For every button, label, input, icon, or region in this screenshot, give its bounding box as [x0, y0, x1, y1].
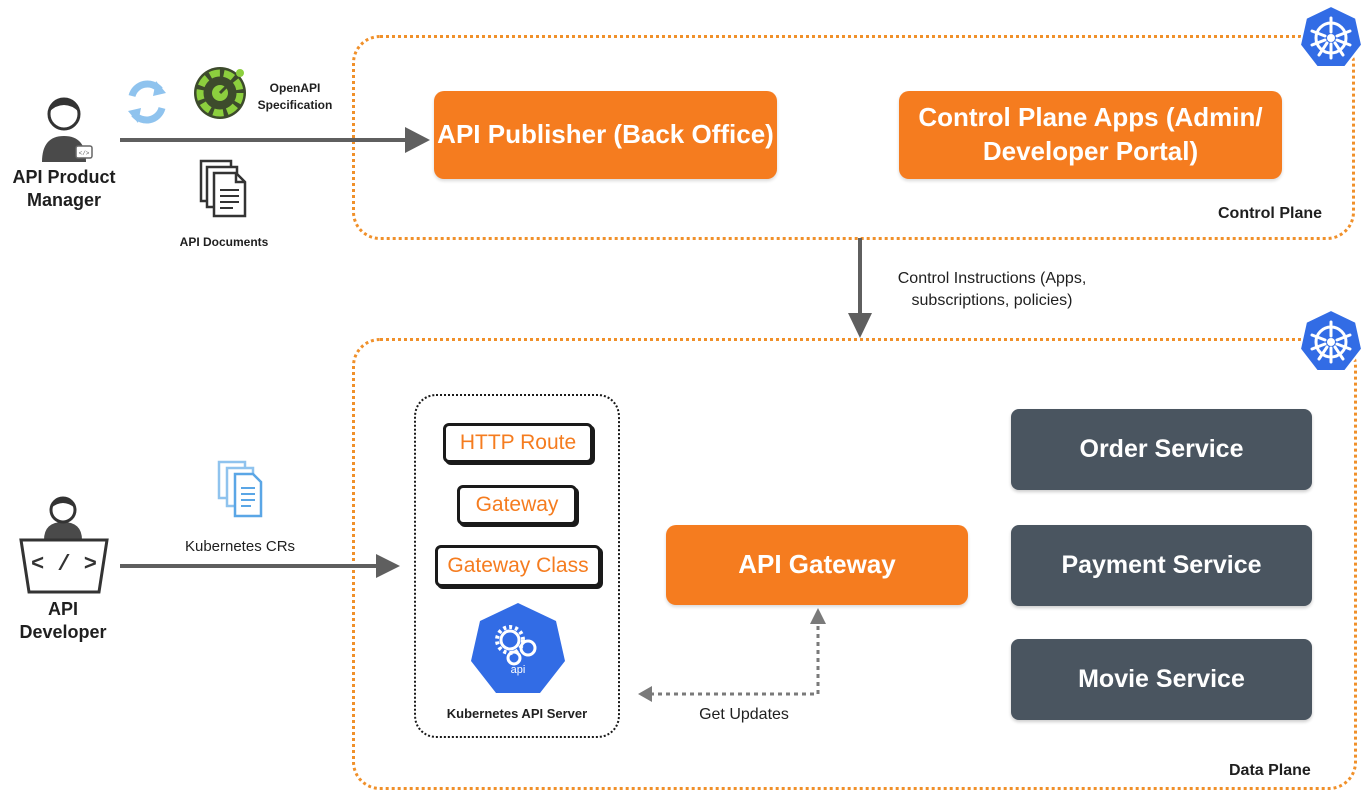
svg-text:</>: </> — [79, 150, 90, 157]
cr-http-route[interactable]: HTTP Route — [443, 423, 593, 463]
openapi-label: OpenAPI Specification — [257, 81, 333, 113]
developer-icon — [40, 494, 86, 540]
payment-service-box[interactable]: Payment Service — [1011, 525, 1312, 606]
data-plane-label: Data Plane — [1229, 762, 1311, 779]
kubernetes-icon — [1298, 4, 1364, 70]
product-manager-label: API Product Manager — [12, 167, 116, 211]
kubernetes-api-server-label: Kubernetes API Server — [446, 706, 588, 721]
api-logo-text: api — [510, 664, 526, 676]
api-documents-label: API Documents — [179, 235, 269, 249]
documents-icon — [198, 158, 250, 220]
kubernetes-crs-label: Kubernetes CRs — [184, 538, 296, 555]
movie-service-box[interactable]: Movie Service — [1011, 639, 1312, 720]
sync-icon — [122, 78, 172, 126]
api-publisher-box[interactable]: API Publisher (Back Office) — [434, 91, 777, 179]
cr-gateway-class[interactable]: Gateway Class — [435, 545, 601, 587]
order-service-box[interactable]: Order Service — [1011, 409, 1312, 490]
developer-label: API Developer — [19, 599, 107, 643]
laptop-code-icon — [19, 538, 109, 594]
kubernetes-icon — [1298, 308, 1364, 374]
control-plane-container — [352, 35, 1355, 240]
control-plane-apps-box[interactable]: Control Plane Apps (Admin/ Developer Por… — [899, 91, 1282, 179]
kubernetes-api-icon — [468, 600, 568, 696]
cr-gateway[interactable]: Gateway — [457, 485, 577, 525]
get-updates-label: Get Updates — [699, 706, 789, 723]
arrow-get-updates — [642, 624, 820, 696]
control-instructions-label: Control Instructions (Apps, subscription… — [897, 270, 1087, 309]
product-manager-icon: </> — [34, 92, 94, 164]
control-plane-label: Control Plane — [1218, 205, 1323, 222]
code-glyph: < / > — [30, 552, 97, 577]
api-gateway-box[interactable]: API Gateway — [666, 525, 968, 605]
kubernetes-api-server-container — [414, 394, 620, 738]
openapi-icon — [190, 63, 250, 123]
kubernetes-crs-icon — [215, 458, 265, 518]
